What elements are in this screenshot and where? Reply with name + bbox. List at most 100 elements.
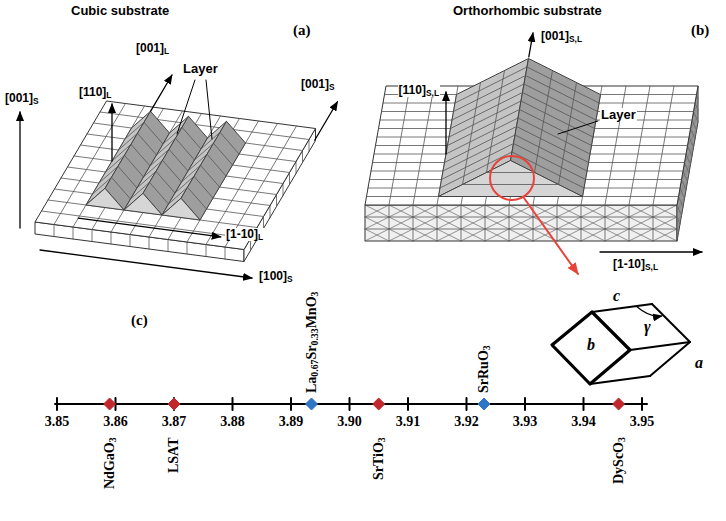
panel-letter: (a) [292, 22, 312, 39]
hatch-line [437, 205, 461, 217]
grid-line [182, 127, 201, 149]
hatch-line [653, 217, 677, 229]
grid-line [463, 83, 481, 185]
hatch-line [437, 217, 461, 229]
grid-line [283, 184, 284, 196]
hatch-line [485, 229, 509, 241]
grid-line [225, 247, 226, 259]
hatch-line [389, 229, 413, 241]
material-marker [168, 398, 180, 410]
grid-line [509, 205, 510, 241]
lattice-parameter: b [586, 336, 596, 354]
grid-line [605, 205, 606, 241]
tick-mark [290, 398, 292, 410]
grid-line [168, 240, 169, 252]
hatch-line [680, 204, 682, 225]
grid-line [201, 165, 220, 187]
tick-mark [232, 398, 234, 410]
grid-line [263, 217, 264, 229]
axis-arrow [529, 33, 533, 57]
tick-mark [407, 398, 409, 410]
layer-face [181, 121, 246, 220]
axis-label: [1-10]S,L [612, 258, 659, 271]
hatch-line [677, 221, 679, 242]
grid-line [188, 187, 207, 209]
grid-line [163, 160, 182, 182]
grid-line [581, 205, 582, 241]
axis-label: [001]L [135, 42, 170, 55]
grid-line [515, 135, 587, 171]
grid-line [119, 133, 138, 150]
grid-line [487, 172, 535, 173]
grid-line [309, 140, 310, 152]
hatch-line [581, 217, 605, 229]
grid-line [517, 127, 589, 163]
material-name: SrRuO3 [476, 344, 491, 394]
hatch-line [413, 229, 437, 241]
grid-line [54, 225, 55, 237]
grid-line [187, 242, 188, 254]
grid-line [527, 67, 599, 103]
hatch-line [389, 217, 413, 229]
grid-line [137, 171, 156, 188]
tick-mark [466, 398, 468, 410]
axis-label: [100]S [258, 270, 294, 283]
grid-line [463, 184, 559, 185]
lattice-parameter: c [612, 287, 621, 305]
hatch-line [389, 229, 413, 241]
cell-edge [650, 342, 690, 376]
grid-line [188, 154, 207, 171]
grid-line [526, 76, 598, 112]
layer-end [439, 161, 583, 197]
grid-line [149, 237, 150, 249]
hatch-line [629, 229, 653, 241]
grid-line [653, 205, 654, 241]
hatch-line [653, 205, 677, 217]
panel-letter: (c) [130, 312, 149, 329]
highlight-circle [490, 156, 534, 200]
axis-label: [001]S [4, 92, 40, 105]
grid-line [296, 162, 297, 174]
panel-title: Cubic substrate [70, 4, 170, 18]
grid-line [111, 232, 112, 244]
hatch-line [653, 205, 677, 217]
hatch-line [437, 229, 461, 241]
hatch-line [413, 205, 437, 217]
layer-end [86, 188, 124, 210]
tick-label: 3.85 [44, 414, 71, 429]
grid-line [449, 101, 521, 137]
leader-line [177, 80, 195, 134]
tick-label: 3.90 [336, 414, 363, 429]
hatch-line [389, 205, 413, 217]
grid-line [118, 166, 137, 188]
grid-line [73, 227, 74, 239]
axis-arrow [600, 251, 702, 252]
grid-line [629, 205, 630, 241]
hatch-line [691, 144, 693, 165]
hatch-line [581, 229, 605, 241]
axis-label: [1-10]L [225, 228, 264, 241]
grid-line [194, 176, 213, 198]
grid-line [220, 132, 239, 154]
hatch-line [689, 153, 691, 174]
grid-line [130, 235, 131, 247]
hatch-line [629, 217, 653, 229]
grid-line [169, 149, 188, 171]
grid-line [156, 171, 175, 193]
panel-title: Orthorhombic substrate [452, 4, 603, 18]
hatch-line [461, 229, 485, 241]
axis-arrow [445, 92, 446, 154]
material-name: DyScO3 [611, 436, 626, 485]
tick-label: 3.87 [161, 414, 188, 429]
material-marker [306, 398, 318, 410]
axis-arrow [19, 112, 20, 228]
grid-line [523, 93, 595, 129]
material-name: NdGaO3 [102, 436, 117, 490]
hatch-line [437, 217, 461, 229]
tick-mark [583, 398, 585, 410]
hatch-line [389, 205, 413, 217]
hatch-line [605, 229, 629, 241]
grid-line [175, 176, 194, 193]
